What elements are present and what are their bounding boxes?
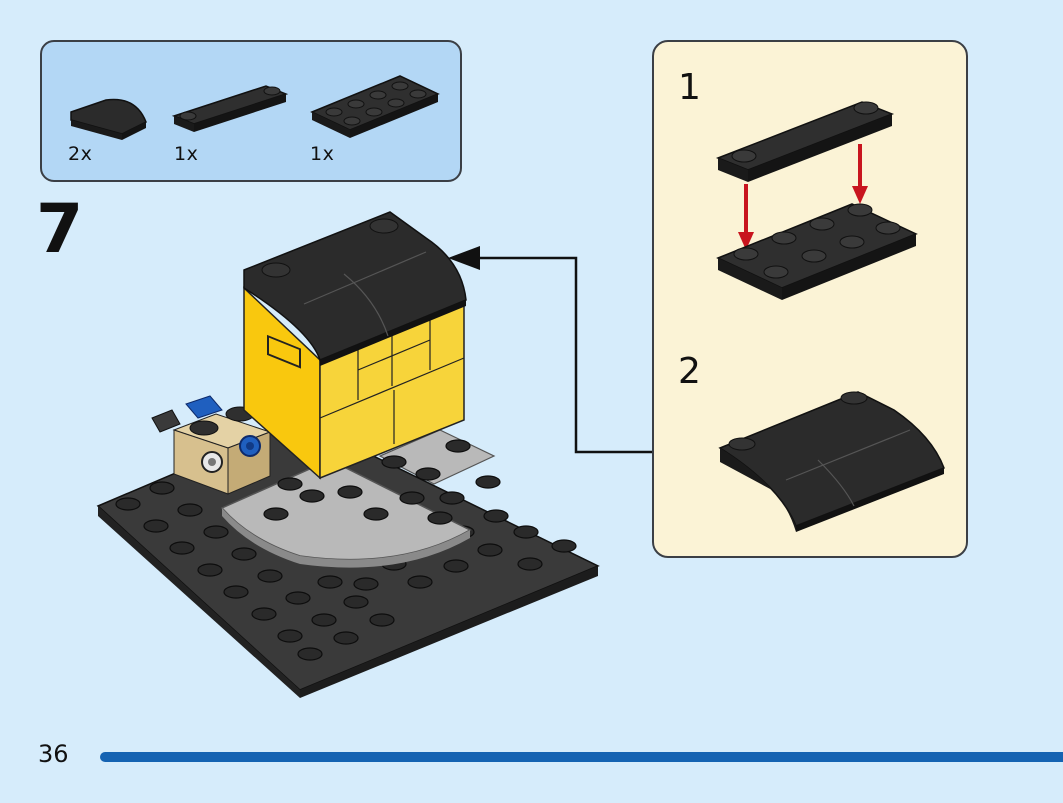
sub-assembly-box: 1 2: [652, 40, 968, 558]
sub-step-1-illustration: [715, 101, 918, 300]
progress-bar: [100, 752, 1063, 762]
quarter-round-tile: [220, 459, 472, 568]
sub-step-number-1: 1: [678, 67, 701, 108]
sub-step-number-2: 2: [678, 351, 701, 392]
callout-arrow: [448, 246, 652, 454]
plate-2x4-part-icon: [310, 75, 440, 138]
step-number: 7: [36, 190, 84, 269]
page-number: 36: [38, 740, 69, 768]
main-assembly-illustration: [96, 211, 652, 698]
plate-1x4-part-icon: [171, 85, 289, 132]
curved-slope-part-icon: [70, 98, 147, 140]
tan-technic-bricks: [151, 395, 272, 495]
part-quantity-2: 1x: [174, 143, 199, 165]
part-quantity-1: 2x: [68, 143, 93, 165]
sub-step-2-illustration: [718, 391, 945, 532]
black-roof-slopes: [243, 211, 467, 366]
part-quantity-3: 1x: [310, 143, 335, 165]
yellow-body-bricks: [243, 286, 465, 480]
parts-list-box: 2x 1x 1x: [40, 40, 462, 182]
